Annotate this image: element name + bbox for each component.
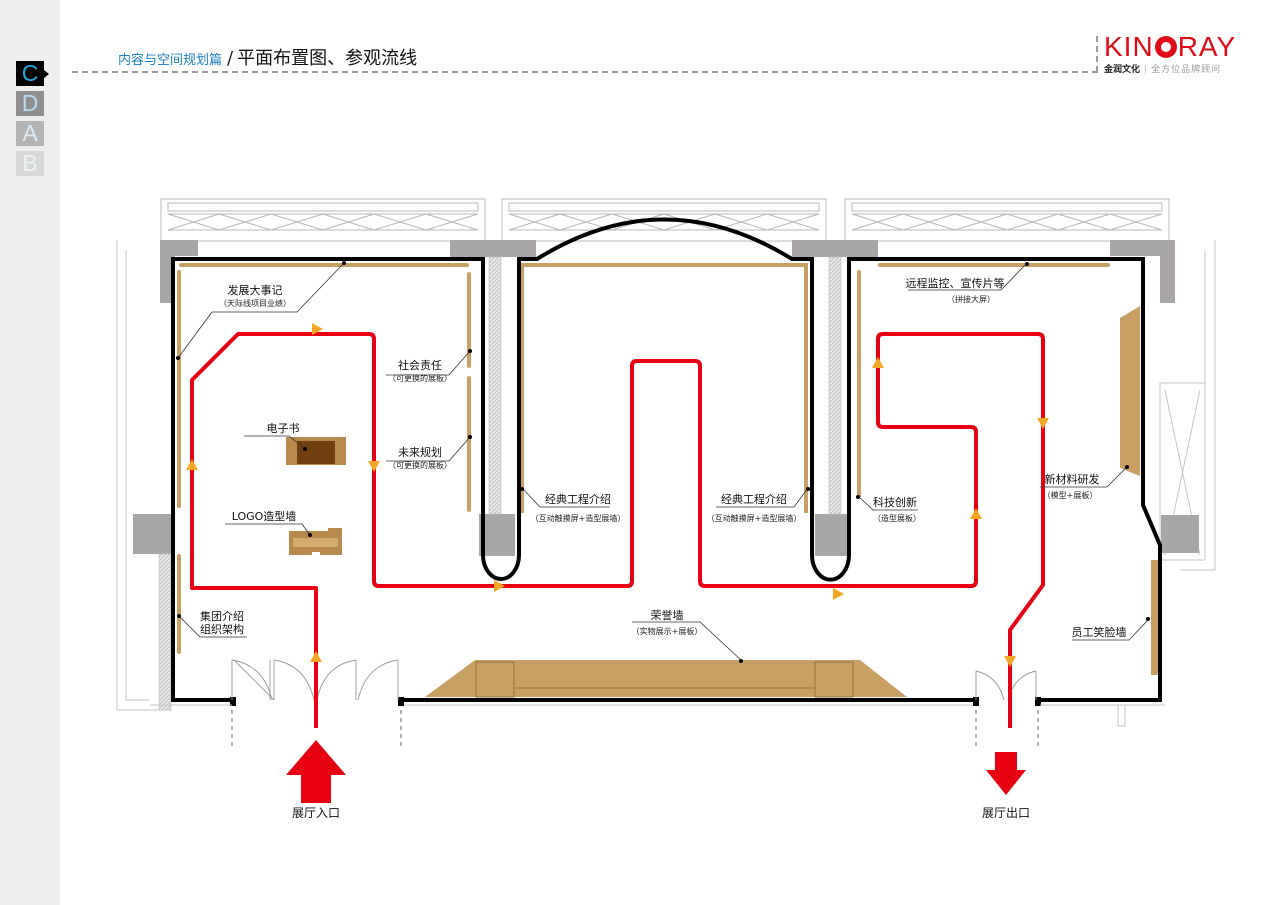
label-new-materials: 新材料研发 [1045, 472, 1100, 486]
label-tech-innovation: 科技创新 [873, 495, 917, 509]
direction-marker [368, 461, 380, 472]
logo-wall [289, 528, 342, 555]
header-divider-vertical [1096, 36, 1098, 72]
entrance-label: 展厅入口 [292, 806, 340, 820]
logo-separator: | [1144, 65, 1148, 75]
header-divider [72, 71, 1098, 73]
direction-marker [1004, 656, 1016, 667]
window-center [501, 198, 827, 242]
nav-tab-d[interactable]: D [16, 91, 44, 116]
section-label: 内容与空间规划篇 [118, 53, 223, 68]
label-social-sub: （可更换的展板） [388, 373, 452, 383]
structural-columns [133, 240, 1199, 556]
door-guides [231, 710, 1039, 746]
label-ebook: 电子书 [267, 422, 300, 435]
direction-markers [186, 323, 1049, 667]
page-title: 平面布置图、参观流线 [237, 48, 418, 69]
hatched-walls [158, 256, 842, 711]
nav-tab-c[interactable]: C [16, 61, 49, 86]
direction-marker [186, 459, 198, 470]
brand-logo: KIN RAY 金润文化|全方位品牌顾问 [1104, 31, 1254, 76]
sidebar: C D A B [0, 0, 60, 905]
leader-lines [177, 262, 1149, 661]
label-honor-wall: 荣誉墙 [651, 608, 684, 622]
label-classic-projects-2-sub: （互动触摸屏+造型展墙） [707, 513, 802, 523]
window-right [844, 198, 1170, 242]
company-name: 金润文化 [1104, 65, 1141, 75]
label-logo-wall: LOGO造型墙 [232, 509, 297, 523]
brand-tagline: 全方位品牌顾问 [1151, 65, 1222, 75]
direction-marker [310, 651, 322, 662]
direction-marker [833, 588, 844, 600]
label-social: 社会责任 [398, 358, 442, 372]
label-timeline-sub: （天际线项目业绩） [219, 298, 291, 308]
direction-marker [494, 580, 505, 592]
arrow-up-icon [286, 740, 346, 803]
dragon-emblem-icon [1154, 36, 1177, 58]
label-remote-monitoring-sub: （拼接大屏） [947, 294, 995, 304]
label-timeline: 发展大事记 [228, 283, 283, 297]
nav-tab-b[interactable]: B [16, 151, 44, 176]
baseline-walls [150, 704, 1165, 727]
entrance-doors [231, 659, 399, 701]
exhibition-walls [171, 217, 1162, 702]
leader-dots [176, 261, 1150, 663]
exit-label: 展厅出口 [982, 806, 1030, 820]
brand-name-right: RAY [1177, 31, 1237, 62]
wall-ends [230, 697, 1041, 706]
page-header: 内容与空间规划篇 /平面布置图、参观流线 [118, 44, 417, 70]
label-org-structure: 组织架构 [200, 622, 244, 636]
nav-tab-a[interactable]: A [16, 121, 44, 146]
window-left [160, 198, 486, 242]
label-classic-projects-2: 经典工程介绍 [721, 492, 787, 506]
direction-marker [312, 323, 323, 335]
brand-name-left: KIN [1104, 31, 1154, 62]
label-tech-innovation-sub: （造型展板） [873, 513, 921, 523]
label-future: 未来规划 [398, 445, 442, 459]
direction-marker [970, 508, 982, 519]
label-classic-projects-1-sub: （互动触摸屏+造型展墙） [531, 513, 626, 523]
label-new-materials-sub: （模型+展板） [1043, 490, 1098, 500]
label-honor-wall-sub: （实物展示+展板） [632, 626, 703, 636]
honor-wall-details [475, 661, 854, 698]
exit-doors [975, 670, 1037, 701]
label-remote-monitoring: 远程监控、宣传片等 [906, 276, 1005, 290]
label-future-sub: （可更换的展板） [388, 460, 452, 470]
title-separator: / [227, 48, 234, 69]
arrow-down-icon [986, 752, 1026, 795]
direction-marker [872, 357, 884, 368]
direction-marker [1037, 418, 1049, 429]
label-staff-wall: 员工笑脸墙 [1072, 625, 1127, 639]
label-classic-projects-1: 经典工程介绍 [545, 492, 611, 506]
tour-route [190, 332, 1045, 728]
label-group-intro: 集团介绍 [200, 609, 244, 623]
